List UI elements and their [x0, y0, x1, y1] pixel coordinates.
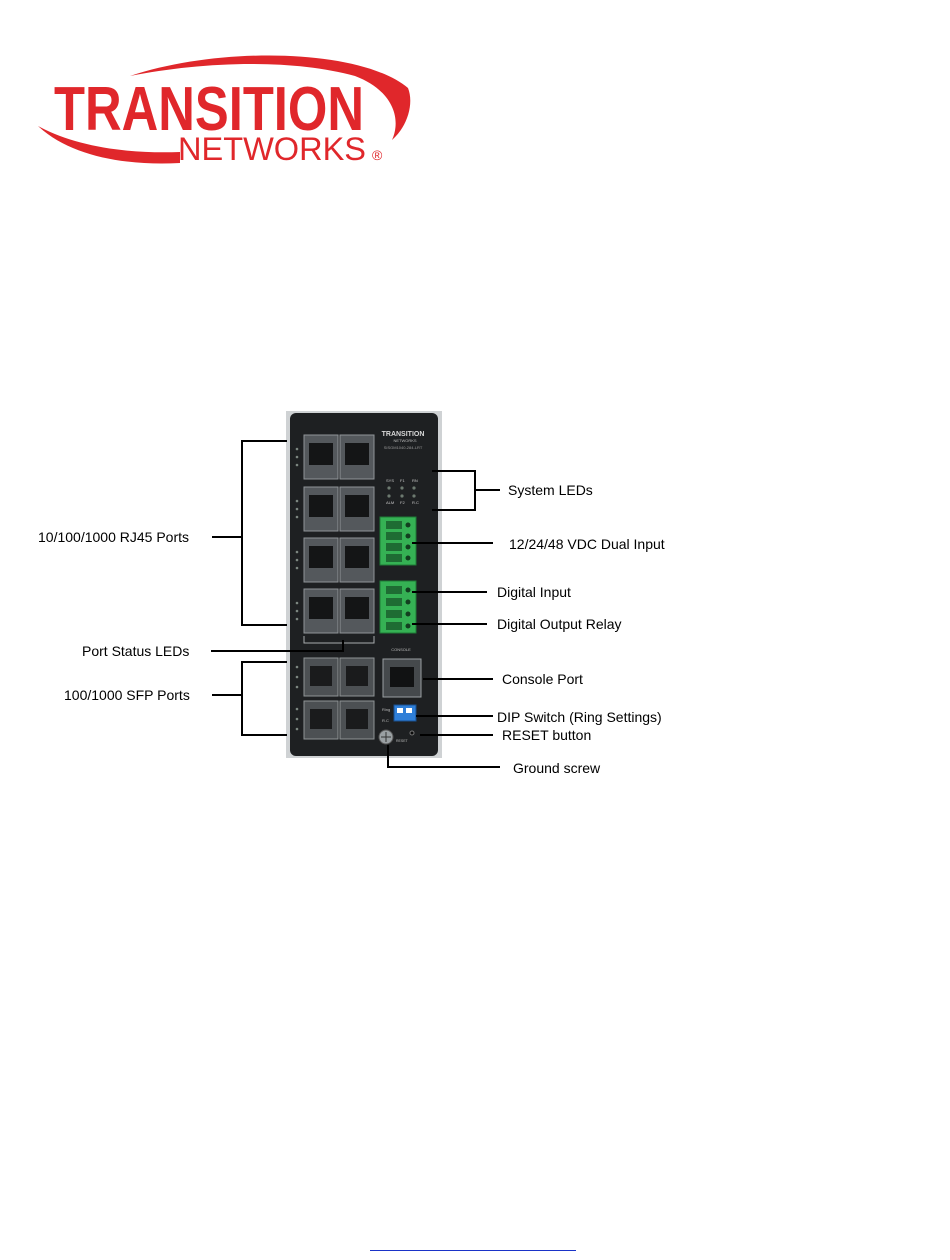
logo-registered-mark: ® [372, 147, 383, 163]
label-reset-button: RESET button [502, 727, 591, 743]
label-console-port: Console Port [502, 671, 583, 687]
dip-label-ring: Ring [382, 707, 390, 712]
rj45-jack [309, 495, 333, 517]
led-label-f1: F1 [400, 478, 405, 483]
rj45-jack [345, 495, 369, 517]
led-label-f2: F2 [400, 500, 405, 505]
led-f1 [400, 486, 403, 489]
rj45-jack [345, 597, 369, 619]
console-jack [390, 667, 414, 687]
led-rn [412, 486, 415, 489]
rj45-jack [345, 443, 369, 465]
label-vdc-input: 12/24/48 VDC Dual Input [509, 536, 665, 552]
led-label-sys: SYS [386, 478, 394, 483]
rj45-bracket-line [212, 441, 287, 625]
logo-line2: NETWORKS [178, 131, 366, 167]
rj45-jack [309, 443, 333, 465]
label-dip-switch: DIP Switch (Ring Settings) [497, 709, 662, 725]
switch-front-panel: TRANSITION NETWORKS SISGM1040-284-LRT SY… [286, 411, 442, 758]
reset-button-hole [410, 731, 414, 735]
system-leds-bracket-line [432, 471, 500, 510]
rj45-jack [309, 546, 333, 568]
device-brand: TRANSITION [382, 431, 425, 438]
label-system-leds: System LEDs [508, 482, 593, 498]
device-brand-sub: NETWORKS [393, 438, 416, 443]
led-label-rc: R.C [412, 500, 419, 505]
sfp-bracket-line [212, 662, 287, 735]
led-sys [387, 486, 390, 489]
label-sfp-ports: 100/1000 SFP Ports [64, 687, 190, 703]
label-rj45-ports: 10/100/1000 RJ45 Ports [38, 529, 189, 545]
led-label-rn: RN [412, 478, 418, 483]
label-digital-output: Digital Output Relay [497, 616, 622, 632]
footer-link[interactable] [370, 1236, 576, 1251]
reset-label: RESET [396, 739, 409, 743]
label-digital-input: Digital Input [497, 584, 571, 600]
transition-networks-logo: TRANSITION NETWORKS ® [30, 48, 420, 178]
device-model: SISGM1040-284-LRT [384, 445, 423, 450]
label-port-status-leds: Port Status LEDs [82, 643, 189, 659]
label-ground-screw: Ground screw [513, 760, 600, 776]
rj45-jack [309, 597, 333, 619]
relay-terminal-block [380, 581, 416, 633]
led-label-alm: ALM [386, 500, 394, 505]
led-alm [387, 494, 390, 497]
power-terminal-block [380, 517, 416, 565]
console-label: CONSOLE [391, 647, 411, 652]
led-rc [412, 494, 415, 497]
led-f2 [400, 494, 403, 497]
rj45-jack [345, 546, 369, 568]
rj45-port-block [296, 435, 374, 643]
dip-label-rc: R.C [382, 718, 389, 723]
